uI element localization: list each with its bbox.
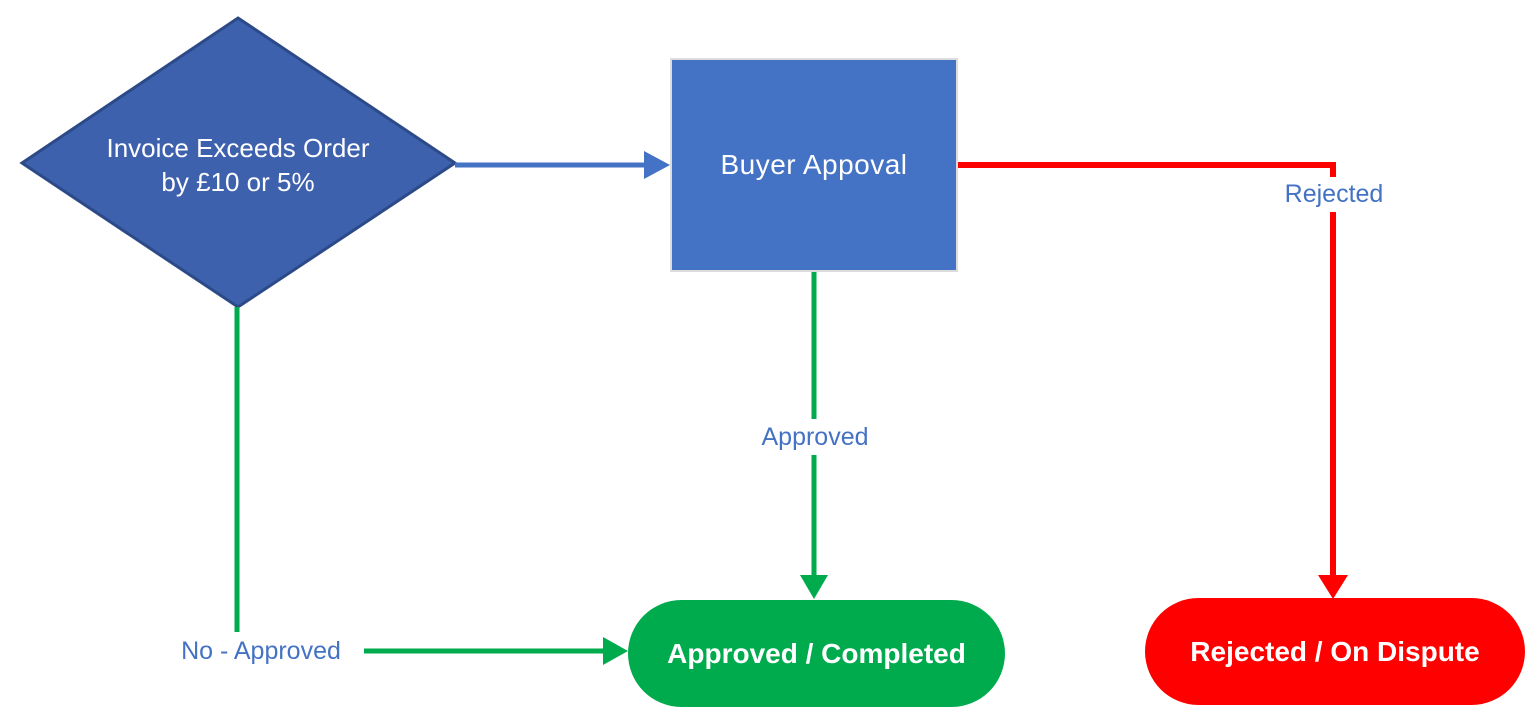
terminal-rejected-label: Rejected / On Dispute bbox=[1190, 635, 1480, 667]
edge-decision-to-approved bbox=[234, 307, 628, 665]
terminal-approved: Approved / Completed bbox=[628, 600, 1005, 707]
process-label: Buyer Appoval bbox=[720, 149, 908, 180]
process-box: Buyer Appoval bbox=[670, 58, 958, 272]
edge-label-rejected: Rejected bbox=[1262, 177, 1406, 212]
edge-label-approved: Approved bbox=[743, 419, 887, 455]
edge-process-to-rejected bbox=[958, 162, 1348, 599]
edge-label-no-approved: No - Approved bbox=[158, 632, 364, 671]
arrowhead-icon bbox=[644, 151, 670, 179]
decision-label-line1: Invoice Exceeds Order bbox=[106, 132, 370, 163]
decision-label-line2: by £10 or 5% bbox=[161, 167, 315, 197]
arrowhead-icon bbox=[1318, 575, 1348, 599]
arrowhead-icon bbox=[603, 637, 628, 665]
decision-label: Invoice Exceeds Order by £10 or 5% bbox=[70, 128, 406, 202]
terminal-approved-label: Approved / Completed bbox=[667, 637, 966, 669]
terminal-rejected: Rejected / On Dispute bbox=[1145, 598, 1525, 705]
edge-decision-to-process bbox=[455, 151, 670, 179]
arrowhead-icon bbox=[800, 575, 828, 599]
